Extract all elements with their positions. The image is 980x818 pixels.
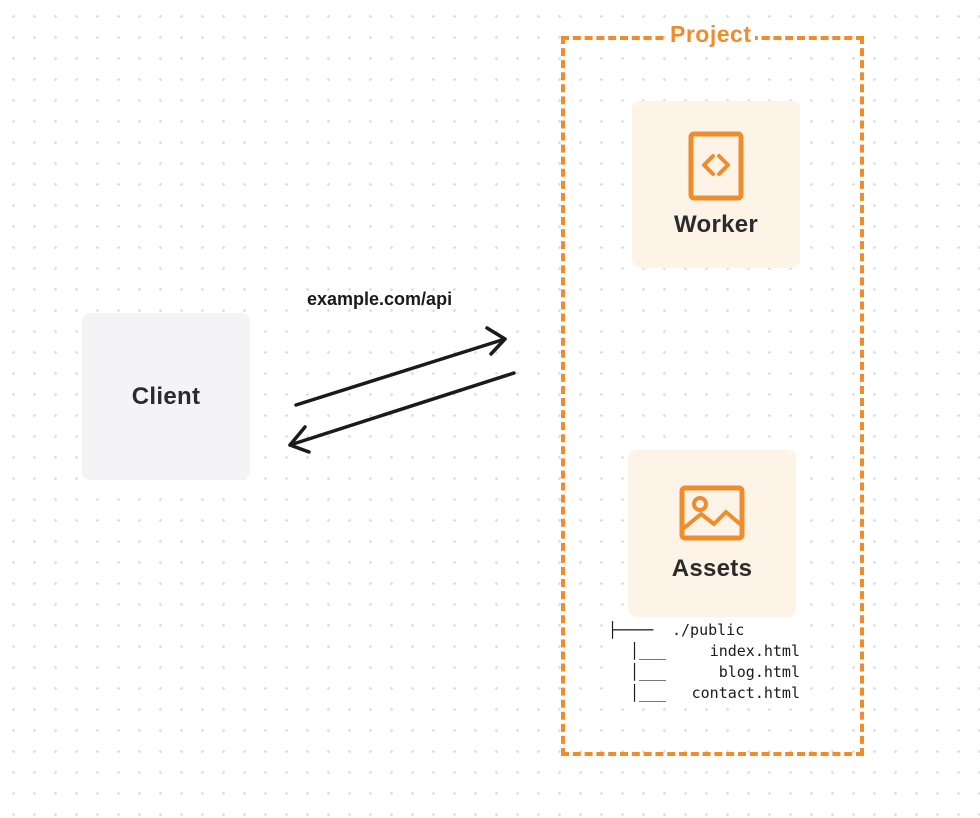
tree-file-line: │___ index.html — [608, 641, 804, 662]
client-node[interactable]: Client — [82, 313, 250, 480]
file-tree: ├──── ./public │___ index.html │___ blog… — [608, 620, 804, 704]
tree-root-line: ├──── ./public — [608, 620, 804, 641]
assets-node[interactable]: Assets — [628, 450, 796, 617]
worker-label: Worker — [673, 210, 759, 238]
tree-file-line: │___ contact.html — [608, 683, 804, 704]
tree-file-index: index.html — [709, 642, 800, 660]
tree-file-blog: blog.html — [718, 663, 800, 681]
project-title: Project — [666, 20, 756, 48]
assets-label: Assets — [671, 554, 753, 582]
tree-branch-connector: │___ — [630, 684, 667, 702]
worker-node[interactable]: Worker — [632, 101, 800, 268]
tree-file-contact: contact.html — [691, 684, 800, 702]
client-label: Client — [131, 382, 201, 410]
route-label: example.com/api — [307, 289, 453, 309]
tree-file-line: │___ blog.html — [608, 662, 804, 683]
response-arrow — [288, 371, 516, 454]
tree-branch-connector: │___ — [630, 663, 667, 681]
tree-root-connector: ├──── — [608, 621, 654, 639]
code-file-icon — [688, 131, 744, 200]
tree-branch-connector: │___ — [630, 642, 667, 660]
tree-root-folder: ./public — [672, 621, 745, 639]
request-arrow — [294, 326, 507, 407]
image-icon — [679, 485, 745, 540]
